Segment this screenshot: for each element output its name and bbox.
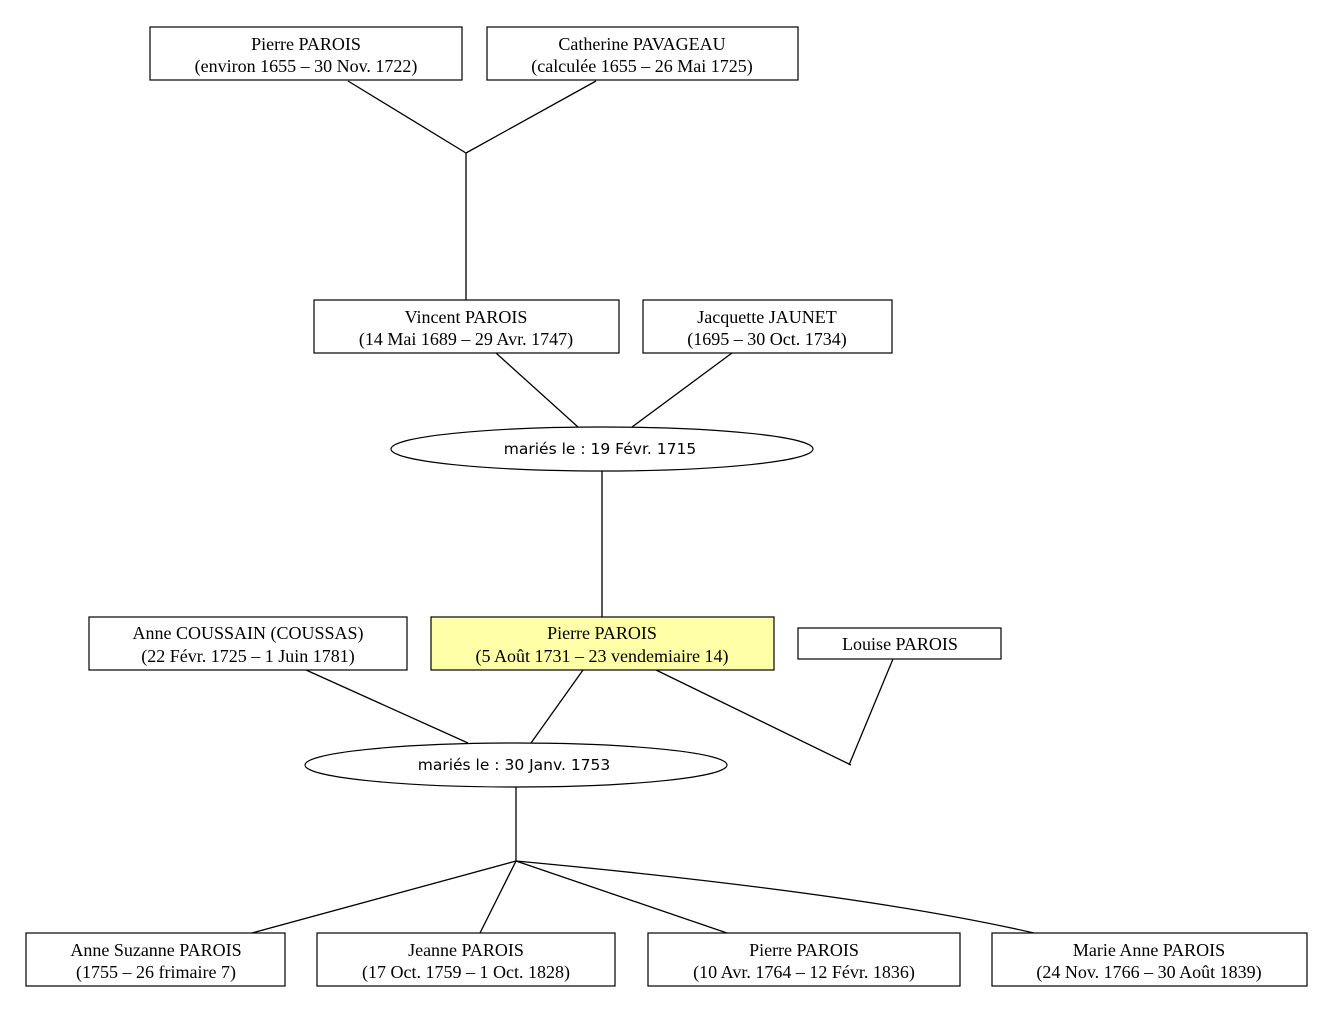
person-jeanne-parois: Jeanne PAROIS (17 Oct. 1759 – 1 Oct. 182…: [316, 932, 616, 987]
person-box: [88, 616, 408, 671]
edge-junction-to-marie-anne: [515, 860, 1035, 934]
person-dates: (14 Mai 1689 – 29 Avr. 1747): [359, 329, 573, 350]
person-anne-suzanne-parois: Anne Suzanne PAROIS (1755 – 26 frimaire …: [25, 932, 286, 987]
person-dates: (24 Nov. 1766 – 30 Août 1839): [1036, 962, 1261, 983]
person-pierre-parois-1731-root: Pierre PAROIS (5 Août 1731 – 23 vendemia…: [430, 616, 775, 671]
person-dates: (environ 1655 – 30 Nov. 1722): [195, 56, 418, 77]
person-box: [991, 932, 1308, 987]
person-catherine-pavageau: Catherine PAVAGEAU (calculée 1655 – 26 M…: [486, 26, 799, 81]
person-name: Marie Anne PAROIS: [1073, 940, 1225, 960]
person-name: Pierre PAROIS: [547, 623, 657, 643]
person-name: Pierre PAROIS: [251, 34, 361, 54]
edge-louise-to-junction: [848, 658, 894, 766]
person-name: Vincent PAROIS: [405, 307, 528, 327]
person-name: Jeanne PAROIS: [408, 940, 524, 960]
person-name: Jacquette JAUNET: [697, 307, 836, 327]
edge-jacquette-to-union-1715: [631, 352, 733, 428]
edge-pierre1731-to-louise-junction: [655, 669, 852, 766]
person-name: Anne Suzanne PAROIS: [70, 940, 241, 960]
person-name: Pierre PAROIS: [749, 940, 859, 960]
union-ellipse: [390, 426, 814, 472]
edge-catherine-to-junction: [465, 80, 597, 154]
person-box: [797, 627, 1002, 660]
edge-anne-coussain-to-union-1753: [305, 669, 469, 744]
person-name: Anne COUSSAIN (COUSSAS): [132, 623, 363, 644]
edge-junction-to-pierre1764: [515, 860, 728, 934]
union-1715: mariés le : 19 Févr. 1715: [390, 426, 814, 472]
union-label: mariés le : 30 Janv. 1753: [418, 756, 611, 774]
edge-pierre1655-to-junction: [347, 80, 467, 154]
connectors: [251, 80, 1035, 934]
person-box: [642, 299, 893, 354]
person-box: [486, 26, 799, 81]
person-pierre-parois-1655: Pierre PAROIS (environ 1655 – 30 Nov. 17…: [149, 26, 463, 81]
person-box: [647, 932, 961, 987]
person-dates: (17 Oct. 1759 – 1 Oct. 1828): [362, 962, 570, 983]
person-dates: (22 Févr. 1725 – 1 Juin 1781): [141, 646, 355, 667]
edge-junction-to-anne-suzanne: [251, 860, 517, 934]
person-marie-anne-parois: Marie Anne PAROIS (24 Nov. 1766 – 30 Aoû…: [991, 932, 1308, 987]
person-dates: (1695 – 30 Oct. 1734): [687, 329, 846, 350]
edge-vincent-to-union-1715: [495, 352, 579, 428]
person-box: [316, 932, 616, 987]
person-pierre-parois-1764: Pierre PAROIS (10 Avr. 1764 – 12 Févr. 1…: [647, 932, 961, 987]
union-1753: mariés le : 30 Janv. 1753: [304, 742, 728, 788]
person-jacquette-jaunet: Jacquette JAUNET (1695 – 30 Oct. 1734): [642, 299, 893, 354]
person-name: Catherine PAVAGEAU: [558, 34, 725, 54]
person-anne-coussain: Anne COUSSAIN (COUSSAS) (22 Févr. 1725 –…: [88, 616, 408, 671]
person-name: Louise PAROIS: [842, 634, 958, 654]
person-dates: (1755 – 26 frimaire 7): [76, 962, 236, 983]
person-louise-parois: Louise PAROIS: [797, 627, 1002, 660]
person-dates: (calculée 1655 – 26 Mai 1725): [531, 56, 752, 77]
person-box: [149, 26, 463, 81]
person-dates: (5 Août 1731 – 23 vendemiaire 14): [476, 646, 729, 667]
person-box-highlighted: [430, 616, 775, 671]
edge-junction-to-jeanne: [479, 860, 517, 934]
edge-pierre1731-to-union-1753: [530, 669, 584, 744]
person-box: [25, 932, 286, 987]
union-ellipse: [304, 742, 728, 788]
person-dates: (10 Avr. 1764 – 12 Févr. 1836): [693, 962, 915, 983]
union-label: mariés le : 19 Févr. 1715: [504, 440, 696, 458]
person-vincent-parois: Vincent PAROIS (14 Mai 1689 – 29 Avr. 17…: [313, 299, 620, 354]
person-box: [313, 299, 620, 354]
